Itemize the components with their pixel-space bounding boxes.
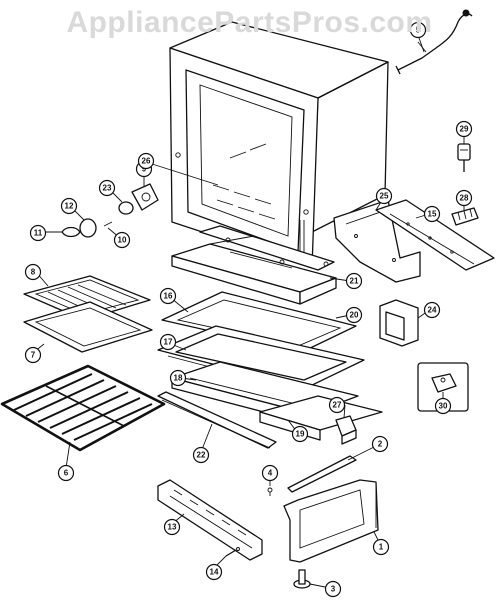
callout-8: 8 xyxy=(24,263,42,281)
svg-text:19: 19 xyxy=(296,430,305,439)
svg-text:27: 27 xyxy=(333,401,342,410)
svg-text:21: 21 xyxy=(350,277,359,286)
broil-pan xyxy=(23,275,153,353)
drawer-bar xyxy=(157,391,277,449)
svg-text:28: 28 xyxy=(460,194,469,203)
svg-text:12: 12 xyxy=(65,202,74,211)
callout-11: 11 xyxy=(29,224,47,242)
burner-assembly xyxy=(171,225,337,305)
svg-text:6: 6 xyxy=(64,469,69,478)
terminal-block xyxy=(451,207,479,226)
callout-10: 10 xyxy=(113,231,131,249)
callout-26: 26 xyxy=(137,152,155,170)
callouts: 1 2 3 4 6 7 8 9 10 11 12 13 14 15 16 17 … xyxy=(24,21,473,598)
callout-28: 28 xyxy=(455,189,473,207)
callout-15: 15 xyxy=(423,205,441,223)
callout-1: 1 xyxy=(372,538,390,556)
callout-2: 2 xyxy=(371,435,389,453)
callout-18: 18 xyxy=(169,369,187,387)
callout-17: 17 xyxy=(159,333,177,351)
screw xyxy=(267,487,273,496)
callout-27: 27 xyxy=(328,396,346,414)
power-cord xyxy=(395,9,473,75)
kick-panel xyxy=(157,479,263,561)
svg-text:22: 22 xyxy=(197,451,206,460)
svg-text:14: 14 xyxy=(210,568,219,577)
top-bracket xyxy=(375,199,495,271)
callout-7: 7 xyxy=(24,346,42,364)
svg-text:2: 2 xyxy=(378,440,383,449)
callout-24: 24 xyxy=(423,301,441,319)
svg-text:10: 10 xyxy=(118,236,127,245)
svg-text:1: 1 xyxy=(379,543,384,552)
svg-text:15: 15 xyxy=(428,210,437,219)
callout-30: 30 xyxy=(434,397,452,415)
svg-text:29: 29 xyxy=(460,125,469,134)
callout-22: 22 xyxy=(192,446,210,464)
svg-text:9: 9 xyxy=(142,165,147,174)
callout-12: 12 xyxy=(60,197,78,215)
thermostat-parts xyxy=(61,183,159,238)
broiler-frame xyxy=(157,325,365,393)
svg-text:7: 7 xyxy=(31,351,36,360)
svg-text:17: 17 xyxy=(164,338,173,347)
callout-6: 6 xyxy=(57,464,75,482)
svg-text:4: 4 xyxy=(268,469,273,478)
callout-14: 14 xyxy=(205,563,223,581)
svg-text:11: 11 xyxy=(34,229,43,238)
oven-rack xyxy=(0,364,166,452)
support-rod xyxy=(287,455,357,493)
callout-21: 21 xyxy=(345,272,363,290)
callout-23: 23 xyxy=(98,179,116,197)
callout-29: 29 xyxy=(455,120,473,138)
angle-bracket xyxy=(335,415,357,445)
callout-20: 20 xyxy=(345,306,363,324)
svg-text:24: 24 xyxy=(428,306,437,315)
callout-25: 25 xyxy=(375,187,393,205)
callout-16: 16 xyxy=(159,287,177,305)
callout-4: 4 xyxy=(261,464,279,482)
svg-text:16: 16 xyxy=(164,292,173,301)
svg-text:5: 5 xyxy=(416,26,421,35)
svg-text:30: 30 xyxy=(439,402,448,411)
svg-text:20: 20 xyxy=(350,311,359,320)
svg-text:25: 25 xyxy=(380,192,389,201)
igniter xyxy=(457,143,471,172)
burner-bracket xyxy=(379,299,419,347)
svg-text:23: 23 xyxy=(103,184,112,193)
svg-text:13: 13 xyxy=(168,523,177,532)
leg-leveler xyxy=(293,569,311,589)
callout-13: 13 xyxy=(163,518,181,536)
svg-text:3: 3 xyxy=(331,585,336,594)
leveler-bracket xyxy=(283,479,379,563)
svg-text:26: 26 xyxy=(142,157,151,166)
callout-5: 5 xyxy=(409,21,427,39)
callout-3: 3 xyxy=(324,580,342,598)
svg-text:8: 8 xyxy=(31,268,36,277)
callout-19: 19 xyxy=(291,425,309,443)
small-screw xyxy=(225,547,240,557)
svg-text:18: 18 xyxy=(174,374,183,383)
